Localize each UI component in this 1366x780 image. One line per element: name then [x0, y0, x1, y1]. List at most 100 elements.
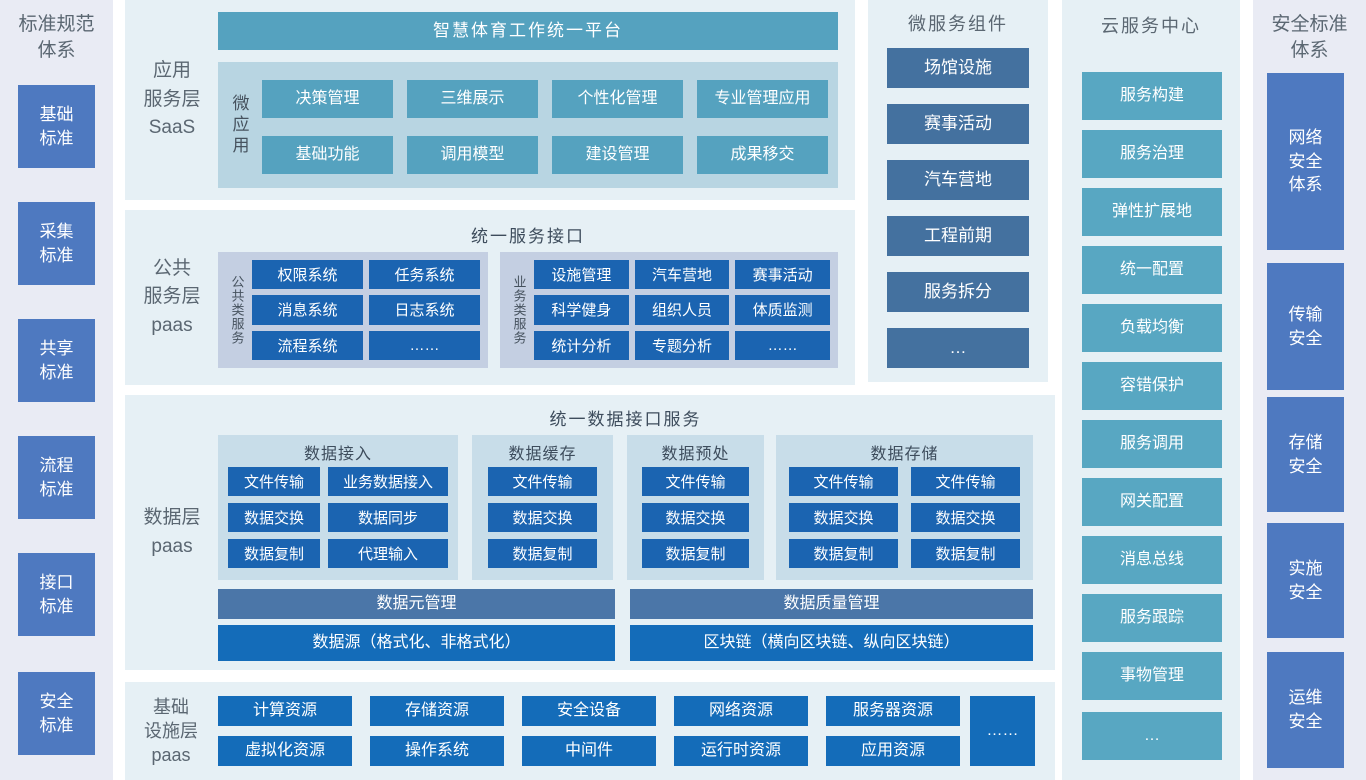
data-group-title: 数据缓存 — [508, 446, 577, 463]
microservice-item: … — [887, 328, 1029, 368]
microservice-item: 场馆设施 — [887, 48, 1029, 88]
data-box: 业务数据接入 — [328, 467, 448, 496]
cloud-item: 服务调用 — [1082, 420, 1222, 468]
micro-app-box: 基础功能 — [262, 136, 393, 174]
infra-box: 计算资源 — [218, 696, 352, 726]
service-box: 汽车营地 — [634, 260, 730, 290]
micro-app-box: 建设管理 — [552, 136, 683, 174]
service-box: 日志系统 — [369, 295, 480, 325]
cloud-item: 消息总线 — [1082, 536, 1222, 584]
data-box: 数据交换 — [228, 503, 320, 532]
security-item: 运维 安全 — [1267, 652, 1344, 768]
infra-box: 应用资源 — [826, 736, 960, 766]
micro-app-box: 专业管理应用 — [697, 80, 828, 118]
microservices-title: 微服务组件 — [908, 14, 1008, 34]
cloud-item: 弹性扩展地 — [1082, 188, 1222, 236]
data-box: 数据复制 — [911, 539, 1020, 568]
data-box: 代理输入 — [328, 539, 448, 568]
standards-panel-title: 标准规范 体系 — [18, 14, 95, 61]
data-group-cache: 数据缓存 文件传输 数据交换 数据复制 — [472, 435, 613, 580]
standard-item: 共享 标准 — [18, 319, 95, 402]
service-box: 消息系统 — [252, 295, 363, 325]
micro-app-box: 成果移交 — [697, 136, 828, 174]
platform-header-bar: 智慧体育工作统一平台 — [218, 12, 838, 50]
service-interface-title: 统一服务接口 — [471, 227, 585, 246]
paas-service-section: 公共 服务层 paas 统一服务接口 公共类服务 权限系统 任务系统 消息系统 … — [125, 210, 855, 385]
microservice-item: 服务拆分 — [887, 272, 1029, 312]
infra-box: 操作系统 — [370, 736, 504, 766]
service-box: …… — [735, 330, 830, 360]
data-box: 数据复制 — [228, 539, 320, 568]
data-box: 数据同步 — [328, 503, 448, 532]
security-item: 存储 安全 — [1267, 397, 1344, 512]
blockchain-bar: 区块链（横向区块链、纵向区块链） — [630, 625, 1033, 661]
service-box: 科学健身 — [534, 295, 629, 325]
standard-item: 接口 标准 — [18, 553, 95, 636]
data-group-access: 数据接入 文件传输 业务数据接入 数据交换 数据同步 数据复制 代理输入 — [218, 435, 458, 580]
micro-app-box: 个性化管理 — [552, 80, 683, 118]
microservice-item: 工程前期 — [887, 216, 1029, 256]
micro-apps-vertical-label: 微应用 — [229, 93, 249, 157]
cloud-item: … — [1082, 712, 1222, 760]
common-services-group: 公共类服务 权限系统 任务系统 消息系统 日志系统 流程系统 …… — [218, 252, 488, 368]
data-box: 数据交换 — [789, 503, 898, 532]
service-box: 统计分析 — [534, 330, 629, 360]
infra-box: 虚拟化资源 — [218, 736, 352, 766]
data-layer-label: 数据层 paas — [143, 507, 201, 557]
standard-item: 流程 标准 — [18, 436, 95, 519]
service-box: 体质监测 — [735, 295, 830, 325]
data-box: 文件传输 — [642, 467, 749, 496]
microservices-panel: 微服务组件 场馆设施 赛事活动 汽车营地 工程前期 服务拆分 … — [868, 0, 1048, 382]
data-box: 数据复制 — [488, 539, 597, 568]
data-group-title: 数据接入 — [303, 446, 372, 463]
infra-box: 网络资源 — [674, 696, 808, 726]
micro-app-box: 决策管理 — [262, 80, 393, 118]
standard-item: 基础 标准 — [18, 85, 95, 168]
standard-item: 安全 标准 — [18, 672, 95, 755]
cloud-item: 容错保护 — [1082, 362, 1222, 410]
data-quality-bar: 数据质量管理 — [630, 589, 1033, 619]
infra-layer-section: 基础 设施层 paas 计算资源 存储资源 安全设备 网络资源 服务器资源 虚拟… — [125, 682, 1055, 780]
data-group-title: 数据存储 — [870, 446, 939, 463]
standard-item: 采集 标准 — [18, 202, 95, 285]
data-layer-section: 数据层 paas 统一数据接口服务 数据接入 文件传输 业务数据接入 数据交换 … — [125, 395, 1055, 670]
infra-box: 服务器资源 — [826, 696, 960, 726]
service-box: 任务系统 — [369, 260, 480, 290]
service-box: 组织人员 — [634, 295, 730, 325]
micro-app-box: 三维展示 — [407, 80, 538, 118]
data-meta-bar: 数据元管理 — [218, 589, 615, 619]
cloud-item: 事物管理 — [1082, 652, 1222, 700]
security-standards-panel: 安全标准 体系 网络 安全 体系 传输 安全 存储 安全 实施 安全 运维 安全 — [1253, 0, 1366, 780]
data-group-preprocess: 数据预处 文件传输 数据交换 数据复制 — [627, 435, 764, 580]
data-group-storage: 数据存储 文件传输 文件传输 数据交换 数据交换 数据复制 数据复制 — [776, 435, 1033, 580]
infra-layer-label: 基础 设施层 paas — [144, 696, 198, 766]
cloud-item: 服务构建 — [1082, 72, 1222, 120]
standards-panel: 标准规范 体系 基础 标准 采集 标准 共享 标准 流程 标准 接口 标准 安全… — [0, 0, 113, 780]
infra-box: 存储资源 — [370, 696, 504, 726]
data-box: 数据交换 — [642, 503, 749, 532]
data-box: 数据复制 — [789, 539, 898, 568]
service-box: 权限系统 — [252, 260, 363, 290]
cloud-item: 统一配置 — [1082, 246, 1222, 294]
infra-box: 安全设备 — [522, 696, 656, 726]
saas-layer-section: 应用 服务层 SaaS 智慧体育工作统一平台 微应用 决策管理 三维展示 个性化… — [125, 0, 855, 200]
security-item: 网络 安全 体系 — [1267, 73, 1344, 250]
service-box: 设施管理 — [534, 260, 629, 290]
microservice-item: 赛事活动 — [887, 104, 1029, 144]
data-box: 文件传输 — [911, 467, 1020, 496]
security-item: 实施 安全 — [1267, 523, 1344, 638]
saas-layer-label: 应用 服务层 SaaS — [143, 60, 201, 139]
cloud-services-title: 云服务中心 — [1101, 16, 1201, 36]
data-box: 数据交换 — [488, 503, 597, 532]
business-services-group: 业务类服务 设施管理 汽车营地 赛事活动 科学健身 组织人员 体质监测 统计分析… — [500, 252, 838, 368]
cloud-item: 网关配置 — [1082, 478, 1222, 526]
cloud-services-panel: 云服务中心 服务构建 服务治理 弹性扩展地 统一配置 负载均衡 容错保护 服务调… — [1062, 0, 1240, 780]
micro-apps-container: 微应用 决策管理 三维展示 个性化管理 专业管理应用 基础功能 调用模型 建设管… — [218, 62, 838, 188]
service-box: 赛事活动 — [735, 260, 830, 290]
business-services-vertical-label: 业务类服务 — [511, 275, 527, 345]
service-box: …… — [369, 330, 480, 360]
infra-box: 运行时资源 — [674, 736, 808, 766]
data-box: 文件传输 — [228, 467, 320, 496]
common-services-vertical-label: 公共类服务 — [229, 275, 245, 345]
